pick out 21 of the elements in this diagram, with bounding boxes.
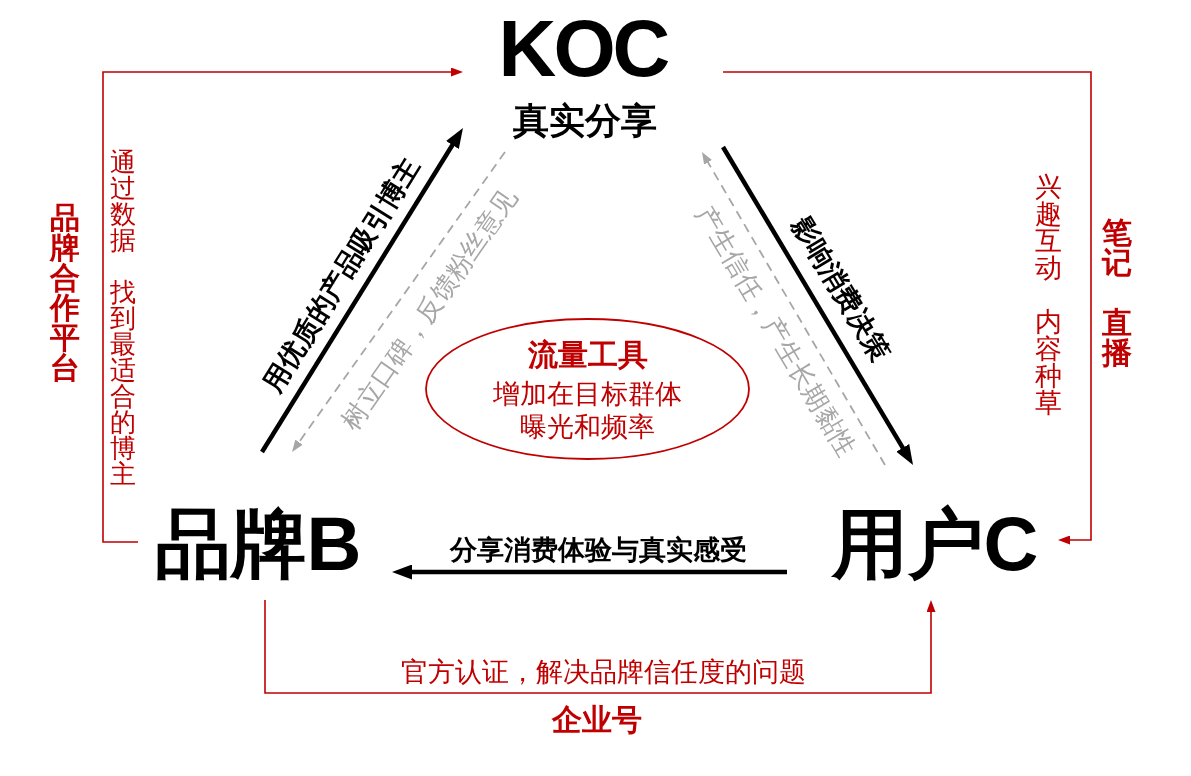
arrow [260,128,463,454]
heading-text: 用户C [831,506,1039,582]
arrow [392,564,787,580]
arrow [264,599,936,694]
subtitle: 真实分享 [513,103,657,139]
edge-label: 笔记直播 [1101,218,1133,368]
heading-text: 品牌B [154,506,362,582]
dashed-arrow [701,152,886,466]
edge-label: 品牌合作平台 [49,203,81,383]
edge-label: 分享消费体验与真实感受 [449,536,747,564]
arrow [721,145,914,465]
annotation: 兴趣互动内容种草 [1033,173,1063,417]
ellipse-text: 增加在目标群体曝光和频率 [492,378,683,444]
annotation: 官方认证，解决品牌信任度的问题 [400,658,806,686]
annotation: 通过数据找到最适合的博主 [109,149,137,487]
arrow [722,71,1092,545]
heading-text: KOC [498,9,668,89]
ellipse-title: 流量工具 [527,340,648,370]
edge-label: 企业号 [552,705,642,735]
dashed-arrow [292,151,506,452]
arrow [102,67,463,543]
